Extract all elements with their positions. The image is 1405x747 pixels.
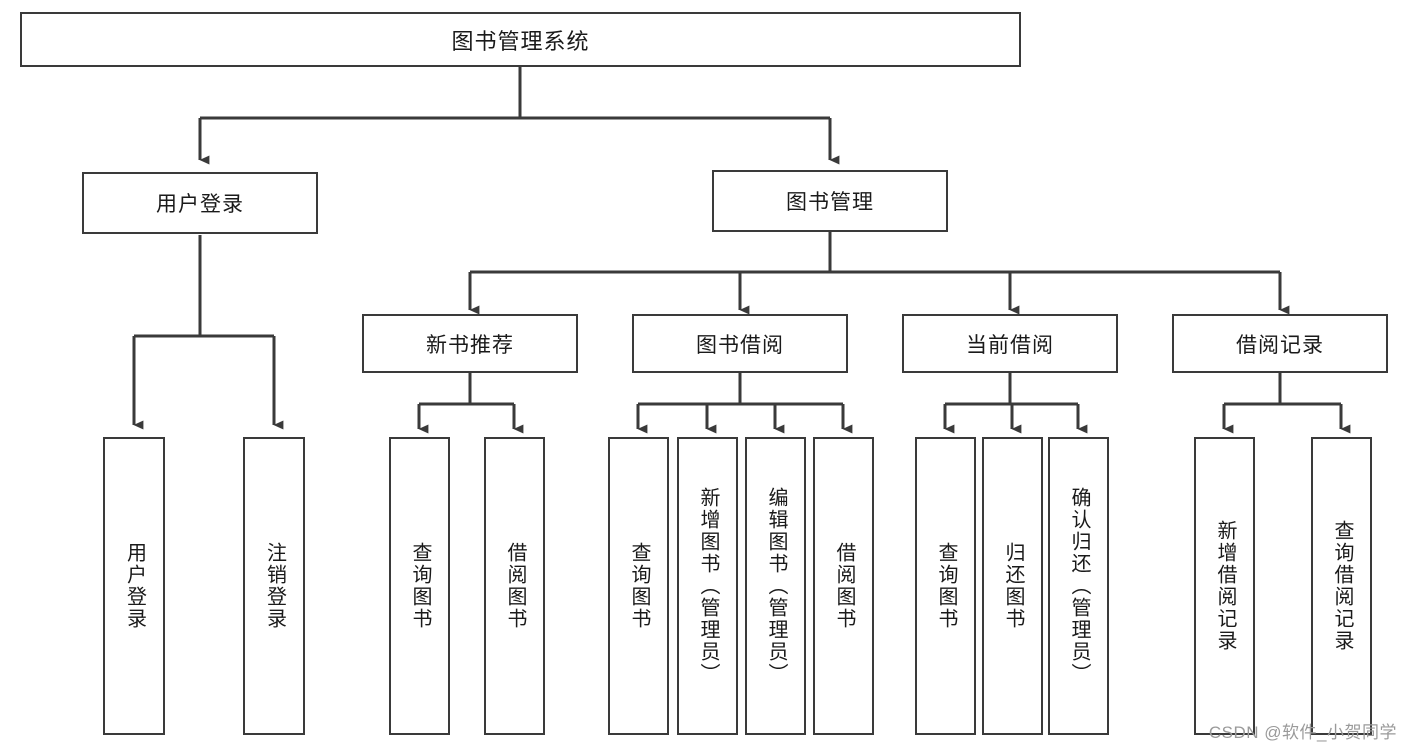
node-label: 图书管理系统 [451,28,590,54]
node-new-book-recommendation[interactable]: 新书推荐 [362,314,578,373]
leaf-add-borrow-record[interactable]: 新增借阅记录 [1194,437,1255,735]
node-label: 确认归还（管理员） [1068,487,1090,685]
node-label: 借阅图书 [504,542,526,630]
node-label: 借阅图书 [833,542,855,630]
node-label: 新增图书（管理员） [697,487,719,685]
node-label: 查询图书 [628,542,650,630]
node-label: 新书推荐 [426,333,514,357]
leaf-query-book-current[interactable]: 查询图书 [915,437,976,735]
node-book-management[interactable]: 图书管理 [712,170,948,232]
leaf-borrow-book-recommend[interactable]: 借阅图书 [484,437,545,735]
leaf-edit-book-admin[interactable]: 编辑图书（管理员） [745,437,806,735]
node-current-borrowing[interactable]: 当前借阅 [902,314,1118,373]
leaf-borrow-book[interactable]: 借阅图书 [813,437,874,735]
leaf-add-book-admin[interactable]: 新增图书（管理员） [677,437,738,735]
node-label: 查询图书 [935,542,957,630]
node-label: 归还图书 [1002,542,1024,630]
node-label: 查询图书 [409,542,431,630]
leaf-query-borrow-record[interactable]: 查询借阅记录 [1311,437,1372,735]
node-borrowing-record[interactable]: 借阅记录 [1172,314,1388,373]
leaf-return-book[interactable]: 归还图书 [982,437,1043,735]
leaf-logout[interactable]: 注销登录 [243,437,305,735]
node-book-borrowing[interactable]: 图书借阅 [632,314,848,373]
node-label: 图书管理 [786,191,874,214]
node-root-library-management-system[interactable]: 图书管理系统 [20,12,1021,67]
node-label: 新增借阅记录 [1214,520,1236,652]
leaf-query-book-recommend[interactable]: 查询图书 [389,437,450,735]
node-label: 借阅记录 [1236,333,1324,357]
node-user-login[interactable]: 用户登录 [82,172,318,234]
node-label: 用户登录 [123,542,146,630]
node-label: 注销登录 [263,542,286,630]
node-label: 查询借阅记录 [1331,520,1353,652]
node-label: 编辑图书（管理员） [765,487,787,685]
leaf-query-book-borrow[interactable]: 查询图书 [608,437,669,735]
node-label: 用户登录 [156,193,244,216]
leaf-confirm-return-admin[interactable]: 确认归还（管理员） [1048,437,1109,735]
leaf-user-login[interactable]: 用户登录 [103,437,165,735]
node-label: 图书借阅 [696,333,784,357]
node-label: 当前借阅 [966,333,1054,357]
